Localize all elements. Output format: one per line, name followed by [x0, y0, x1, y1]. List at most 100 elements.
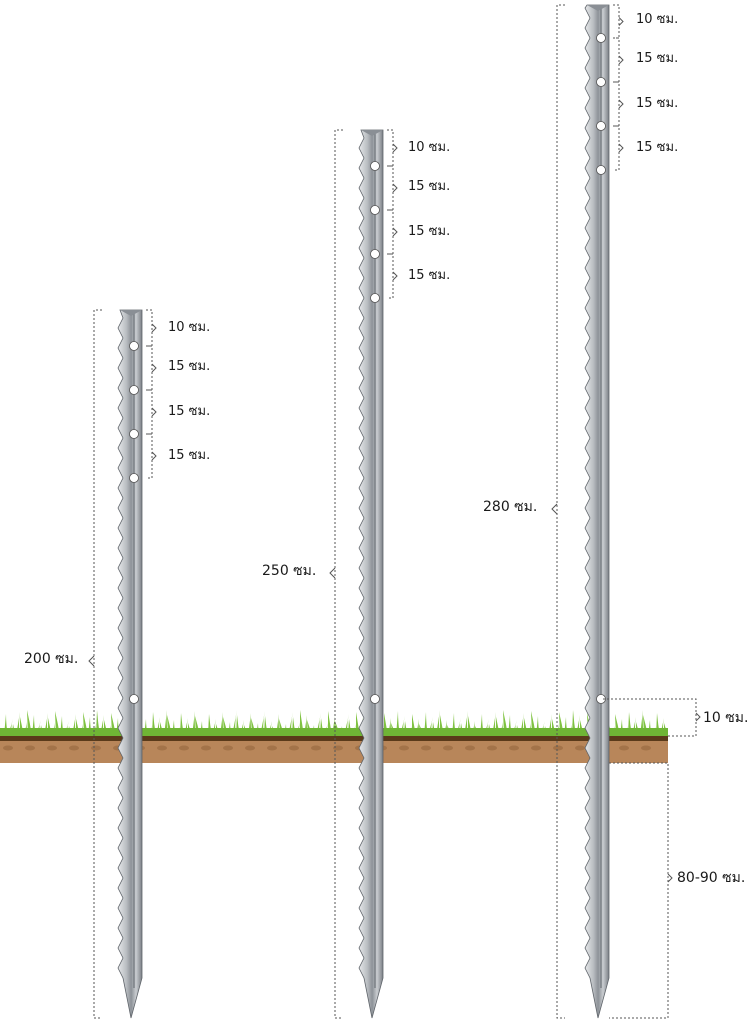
post-1-spacing-dim-0-tick	[392, 143, 398, 153]
post-hole	[596, 121, 606, 131]
post-200-spacing-1: 10 ซม.	[168, 320, 211, 335]
post-2-spacing-dim-3	[613, 125, 620, 171]
post-250-total-dim	[334, 129, 343, 1019]
buried-depth-label: 80-90 ซม.	[677, 870, 746, 886]
above-ground-dim-tick	[695, 712, 701, 722]
post-hole	[129, 429, 139, 439]
post-280-spacing-1: 10 ซม.	[636, 12, 679, 27]
dimension-lines	[88, 4, 701, 1019]
post-1-spacing-dim-3	[387, 253, 394, 299]
post-hole	[370, 293, 380, 303]
soil-top-line	[0, 735, 668, 741]
post-hole	[596, 165, 606, 175]
soil-speck	[91, 745, 101, 751]
above-ground-dim	[603, 698, 697, 737]
soil-speck	[465, 745, 475, 751]
post-2-spacing-dim-1-tick	[618, 55, 624, 65]
soil-speck	[399, 745, 409, 751]
soil-speck	[223, 745, 233, 751]
grass	[0, 710, 668, 736]
ground	[0, 710, 668, 763]
post-250-spacing-4: 15 ซม.	[408, 268, 451, 283]
post-hole	[129, 341, 139, 351]
post-hole	[596, 33, 606, 43]
post-200-spacing-2: 15 ซม.	[168, 359, 211, 374]
post-body	[117, 309, 143, 1019]
post-top-notch	[587, 5, 609, 11]
post-200-total-dim-tick	[88, 655, 95, 667]
post-0-spacing-dim-0	[146, 309, 153, 347]
post-hole	[129, 473, 139, 483]
post-200-total-dim	[93, 309, 102, 1019]
post-1-spacing-dim-2-tick	[392, 227, 398, 237]
post-0-spacing-dim-0-tick	[151, 323, 157, 333]
post-top-notch	[120, 310, 142, 316]
post-body	[358, 129, 384, 1019]
post-2-spacing-dim-3-tick	[618, 143, 624, 153]
soil-speck	[619, 745, 629, 751]
post-1-spacing-dim-1-tick	[392, 183, 398, 193]
post-top-notch	[361, 130, 383, 136]
post-250-spacing-2: 15 ซม.	[408, 179, 451, 194]
post-280-total-dim-tick	[551, 503, 558, 515]
post-250-spacing-1: 10 ซม.	[408, 140, 451, 155]
soil-speck	[311, 745, 321, 751]
post-200-spacing-4: 15 ซม.	[168, 448, 211, 463]
soil-speck	[443, 745, 453, 751]
soil-speck	[3, 745, 13, 751]
soil-speck	[531, 745, 541, 751]
post-200-spacing-3: 15 ซม.	[168, 404, 211, 419]
post-hole	[370, 249, 380, 259]
post-250-spacing-3: 15 ซม.	[408, 224, 451, 239]
post-0-spacing-dim-3	[146, 433, 153, 479]
post-2-spacing-dim-1	[613, 37, 620, 83]
soil	[0, 741, 668, 763]
soil-speck	[69, 745, 79, 751]
soil-speck	[421, 745, 431, 751]
soil-speck	[245, 745, 255, 751]
grass-base	[0, 728, 668, 736]
above-ground-hole-label: 10 ซม.	[703, 710, 749, 726]
post-hole	[596, 77, 606, 87]
soil-speck	[201, 745, 211, 751]
post-1-spacing-dim-3-tick	[392, 271, 398, 281]
post-250-length-label: 250 ซม.	[262, 563, 317, 579]
post-0-spacing-dim-3-tick	[151, 451, 157, 461]
post-280-spacing-4: 15 ซม.	[636, 140, 679, 155]
soil-speck	[157, 745, 167, 751]
post-2-spacing-dim-2-tick	[618, 99, 624, 109]
buried-depth-dim	[609, 762, 669, 1019]
post-hole-ground	[596, 694, 606, 704]
post-1-spacing-dim-2	[387, 209, 394, 255]
post-2	[584, 4, 610, 1019]
soil-speck	[47, 745, 57, 751]
post-200-length-label: 200 ซม.	[24, 651, 79, 667]
post-280-length-label: 280 ซม.	[483, 499, 538, 515]
post-2-spacing-dim-0-tick	[618, 17, 624, 26]
post-280-spacing-2: 15 ซม.	[636, 51, 679, 66]
soil-speck	[487, 745, 497, 751]
post-0	[117, 309, 143, 1019]
post-hole	[370, 161, 380, 171]
post-1-spacing-dim-0	[387, 129, 394, 167]
post-hole-ground	[129, 694, 139, 704]
soil-speck	[179, 745, 189, 751]
buried-depth-dim-tick	[667, 873, 673, 883]
post-0-spacing-dim-1-tick	[151, 363, 157, 373]
post-280-spacing-3: 15 ซม.	[636, 96, 679, 111]
soil-speck	[509, 745, 519, 751]
post-1	[358, 129, 384, 1019]
post-280-total-dim	[556, 4, 565, 1019]
post-body	[584, 4, 610, 1019]
soil-speck	[575, 745, 585, 751]
soil-speck	[289, 745, 299, 751]
post-0-spacing-dim-2-tick	[151, 407, 157, 417]
post-hole-ground	[370, 694, 380, 704]
post-hole	[370, 205, 380, 215]
post-2-spacing-dim-0	[613, 4, 620, 39]
soil-speck	[25, 745, 35, 751]
post-1-spacing-dim-1	[387, 165, 394, 211]
posts-layer	[117, 4, 610, 1019]
post-250-total-dim-tick	[329, 567, 336, 579]
